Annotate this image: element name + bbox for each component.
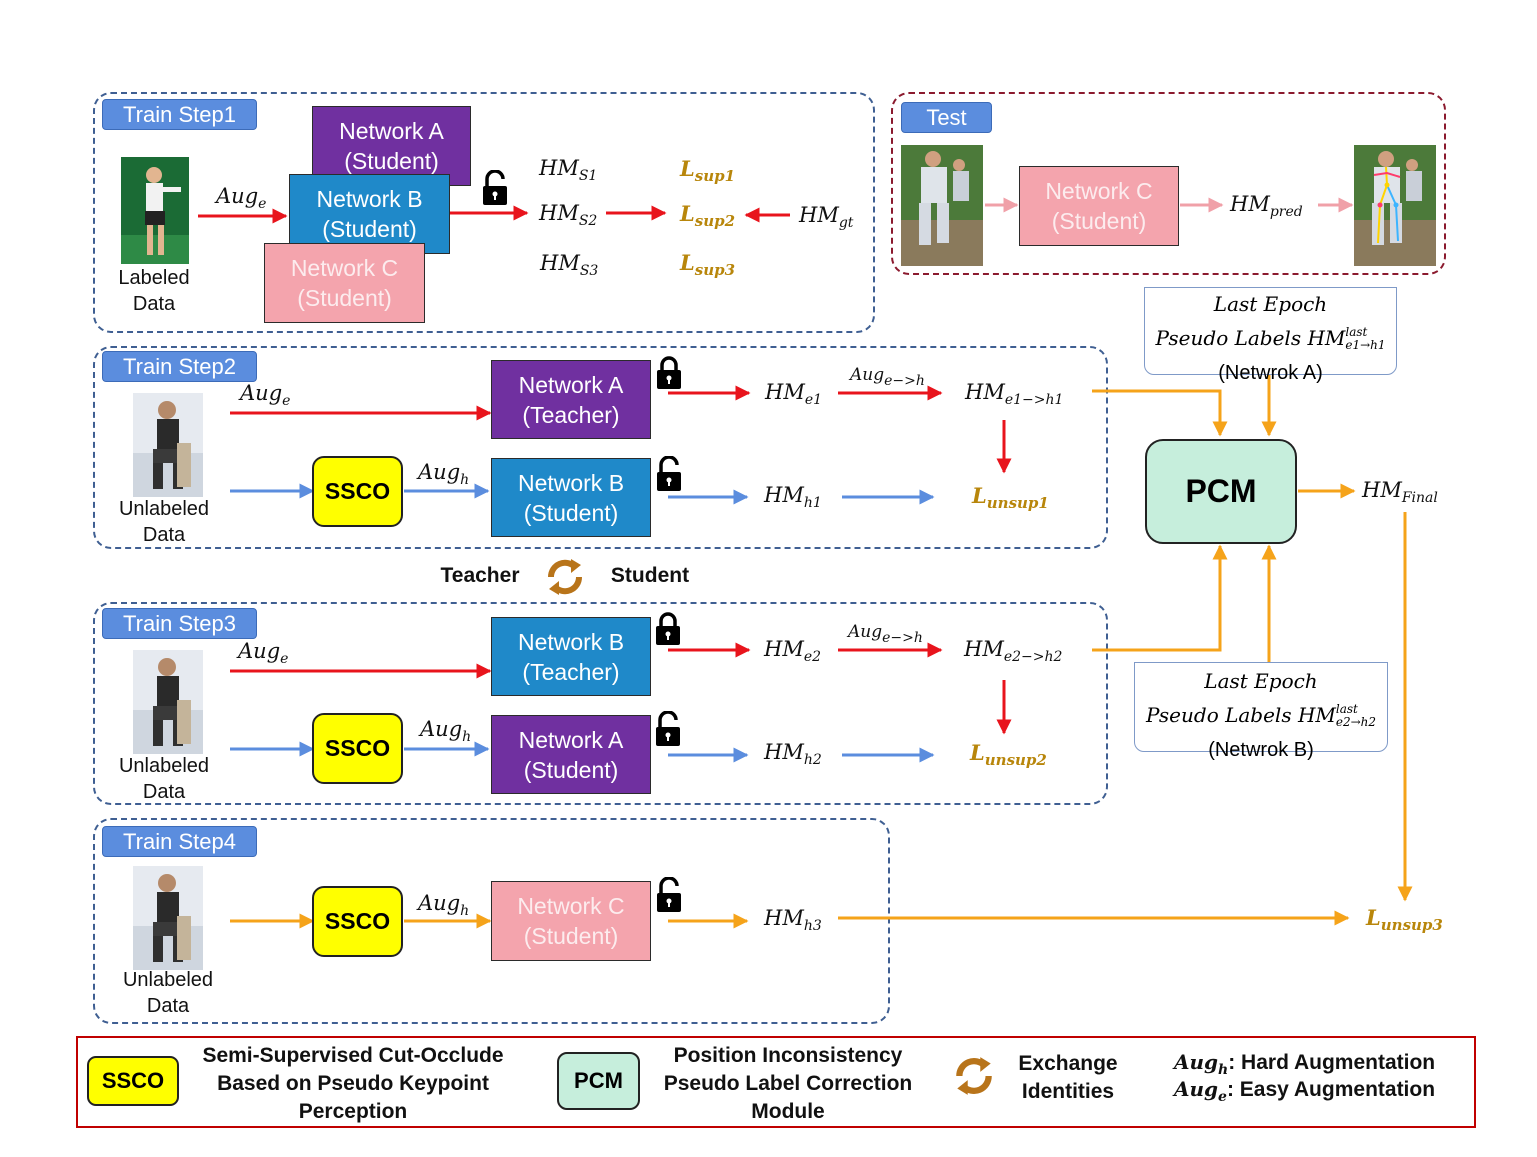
teacher-label: Teacher — [440, 564, 520, 587]
l-unsup3-label: Lunsup3 — [1366, 905, 1443, 934]
unlabeled-person-photo-step2 — [133, 393, 203, 497]
legend-box — [76, 1036, 1476, 1128]
test-frame — [891, 92, 1446, 275]
train-step3-tag: Train Step3 — [102, 608, 257, 639]
l-unsup1-label: Lunsup1 — [972, 483, 1049, 512]
padlock-unlocked-icon-step2 — [657, 456, 681, 491]
legend-cycle-arrows-icon — [956, 1057, 992, 1095]
pseudo-labels-network-b: Last Epoch Pseudo Labels HMlaste2→h2 (Ne… — [1134, 662, 1388, 761]
aug-eh-label-step2: Auge−>h — [850, 365, 925, 389]
network-a-student-step1: Network A(Student) — [312, 106, 471, 186]
test-input-photo — [901, 145, 983, 266]
network-c-student-test: Network C(Student) — [1019, 166, 1179, 246]
hm-s1-label: HMS1 — [539, 156, 598, 184]
unlabeled-person-photo-step3 — [133, 650, 203, 754]
legend-ssco-swatch: SSCO — [87, 1056, 179, 1106]
hm-e1h1-label: HMe1−>h1 — [965, 380, 1064, 408]
test-tag: Test — [901, 102, 992, 133]
ssco-block-step2: SSCO — [312, 456, 403, 527]
network-c-student-step1: Network C(Student) — [264, 243, 425, 323]
padlock-unlocked-icon-step3 — [656, 711, 680, 746]
train-step4-tag: Train Step4 — [102, 826, 257, 857]
network-b-student-step2: Network B(Student) — [491, 458, 651, 537]
train-step2-frame — [93, 346, 1108, 549]
legend-pcm-swatch: PCM — [557, 1052, 640, 1110]
hm-h3-label: HMh3 — [764, 906, 822, 934]
padlock-locked-icon-step2 — [657, 356, 681, 389]
aug-e-label-step2: Auge — [240, 381, 291, 409]
padlock-unlocked-icon-step1 — [483, 170, 507, 205]
hm-e2-label: HMe2 — [764, 637, 822, 665]
aug-eh-label-step3: Auge−>h — [848, 622, 923, 646]
hm-e2h2-label: HMe2−>h2 — [964, 637, 1063, 665]
labeled-person-photo — [121, 157, 189, 264]
aug-h-label-step2: Augh — [418, 460, 470, 488]
aug-h-label-step4: Augh — [418, 891, 470, 919]
padlock-locked-icon-step3 — [656, 612, 680, 645]
legend-aug-e: Auge: Easy Augmentation — [1174, 1077, 1436, 1105]
hm-pred-label: HMpred — [1230, 192, 1303, 220]
hm-h1-label: HMh1 — [764, 483, 822, 511]
network-a-student-step3: Network A(Student) — [491, 715, 651, 794]
pcm-block: PCM — [1145, 439, 1297, 544]
cycle-arrows-icon — [547, 559, 583, 595]
arrow-hme1h1-to-pcm — [1092, 389, 1228, 437]
ssco-block-step3: SSCO — [312, 713, 403, 784]
unlabeled-person-photo-step4 — [133, 866, 203, 970]
l-unsup2-label: Lunsup2 — [970, 740, 1047, 769]
hm-final-label: HMFinal — [1362, 478, 1438, 506]
hm-s3-label: HMS3 — [540, 251, 599, 279]
network-a-teacher-step2: Network A(Teacher) — [491, 360, 651, 439]
train-step3-frame — [93, 602, 1108, 805]
train-step1-frame — [93, 92, 875, 333]
train-step4-frame — [93, 818, 890, 1024]
student-label: Student — [610, 564, 690, 587]
ssco-block-step4: SSCO — [312, 886, 403, 957]
test-output-photo — [1354, 145, 1436, 266]
legend-aug-h: Augh: Hard Augmentation — [1174, 1050, 1436, 1078]
arrow-hme2h2-to-pcm — [1092, 544, 1228, 652]
network-b-student-step1: Network B(Student) — [289, 174, 450, 254]
hm-e1-label: HMe1 — [765, 380, 823, 408]
hm-s2-label: HMS2 — [539, 201, 598, 229]
hm-gt-label: HMgt — [799, 203, 854, 231]
aug-e-label-step1: Auge — [216, 184, 267, 212]
network-b-teacher-step3: Network B(Teacher) — [491, 617, 651, 696]
train-step2-tag: Train Step2 — [102, 351, 257, 382]
l-sup3-label: Lsup3 — [680, 250, 736, 279]
aug-h-label-step3: Augh — [420, 717, 472, 745]
hm-h2-label: HMh2 — [764, 740, 822, 768]
padlock-unlocked-icon-step4 — [657, 877, 681, 912]
l-sup1-label: Lsup1 — [680, 156, 736, 185]
network-c-student-step4: Network C(Student) — [491, 881, 651, 961]
train-step1-tag: Train Step1 — [102, 99, 257, 130]
pseudo-labels-network-a: Last Epoch Pseudo Labels HMlaste1→h1 (Ne… — [1144, 287, 1397, 384]
aug-e-label-step3: Auge — [238, 639, 289, 667]
l-sup2-label: Lsup2 — [680, 201, 736, 230]
